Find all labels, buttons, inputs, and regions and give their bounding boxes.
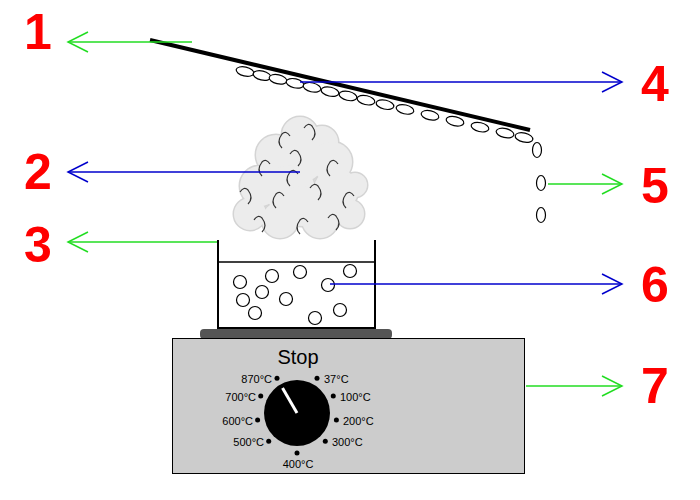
control-label: Stop xyxy=(277,347,318,367)
falling-drop xyxy=(533,143,542,158)
callout-number: 2 xyxy=(24,147,52,197)
temperature-mark: 200°C xyxy=(343,416,374,427)
callout-number: 7 xyxy=(641,361,669,411)
leader-arrow xyxy=(330,274,622,294)
droplet xyxy=(375,98,395,111)
falling-drop xyxy=(537,176,546,191)
droplet xyxy=(356,94,376,107)
bubble xyxy=(280,293,293,306)
falling-drop xyxy=(537,208,546,223)
temperature-mark: 100°C xyxy=(340,392,371,403)
leader-arrow xyxy=(526,376,622,396)
vapour-curl xyxy=(259,160,270,176)
droplet xyxy=(470,121,490,134)
condensed-droplets xyxy=(235,65,545,222)
leader-arrow xyxy=(68,162,300,182)
droplet xyxy=(514,131,534,144)
leader-arrow xyxy=(300,72,622,92)
leader-arrow xyxy=(548,174,622,194)
droplet xyxy=(268,73,288,86)
liquid-surface xyxy=(219,261,374,263)
vapour-curl xyxy=(304,124,315,140)
bubble xyxy=(309,312,322,325)
callout-number: 1 xyxy=(24,7,52,57)
vapour-curl xyxy=(273,192,284,208)
droplet xyxy=(302,81,322,94)
temperature-mark: 300°C xyxy=(332,437,363,448)
droplet xyxy=(252,69,272,82)
bubble xyxy=(237,294,250,307)
vapour-curl xyxy=(297,218,308,234)
droplet xyxy=(338,89,358,102)
droplet xyxy=(285,77,305,90)
temperature-mark: 400°C xyxy=(283,459,314,470)
vapour-curl xyxy=(240,188,251,204)
callout-number: 4 xyxy=(641,59,669,109)
temperature-mark: 37°C xyxy=(324,374,349,385)
droplet xyxy=(395,103,415,116)
vapour-curl xyxy=(327,160,338,176)
droplet xyxy=(445,115,465,128)
bubble xyxy=(322,279,335,292)
bubble xyxy=(344,265,357,278)
temperature-mark: 870°C xyxy=(241,374,272,385)
temperature-mark: 500°C xyxy=(233,437,264,448)
vapour-cloud xyxy=(234,117,367,238)
condenser-plate xyxy=(150,40,530,130)
bubble xyxy=(334,304,347,317)
leader-arrow xyxy=(68,232,217,252)
droplet xyxy=(495,127,515,140)
bubble xyxy=(249,307,262,320)
vapour-curl xyxy=(254,216,265,232)
bubble xyxy=(266,270,279,283)
temperature-mark: 600°C xyxy=(222,416,253,427)
vapour-curl xyxy=(310,184,321,200)
vapour-curl xyxy=(279,132,290,148)
droplet xyxy=(320,85,340,98)
temperature-mark: 700°C xyxy=(225,392,256,403)
vapour-curl xyxy=(343,192,354,208)
vapour-curl xyxy=(328,214,339,230)
vapour-curl xyxy=(290,150,301,166)
callout-number: 3 xyxy=(24,220,52,270)
droplet xyxy=(420,109,440,122)
bubble xyxy=(294,266,307,279)
callout-number: 5 xyxy=(641,161,669,211)
liquid-bubbles xyxy=(234,265,357,325)
droplet xyxy=(235,65,255,78)
callout-number: 6 xyxy=(641,260,669,310)
bubble xyxy=(234,276,247,289)
leader-arrow xyxy=(68,32,192,52)
bubble xyxy=(256,286,269,299)
hotplate-box: Stop 870°C 37°C 700°C 100°C 600°C 200°C 500°C 30… xyxy=(172,338,525,474)
